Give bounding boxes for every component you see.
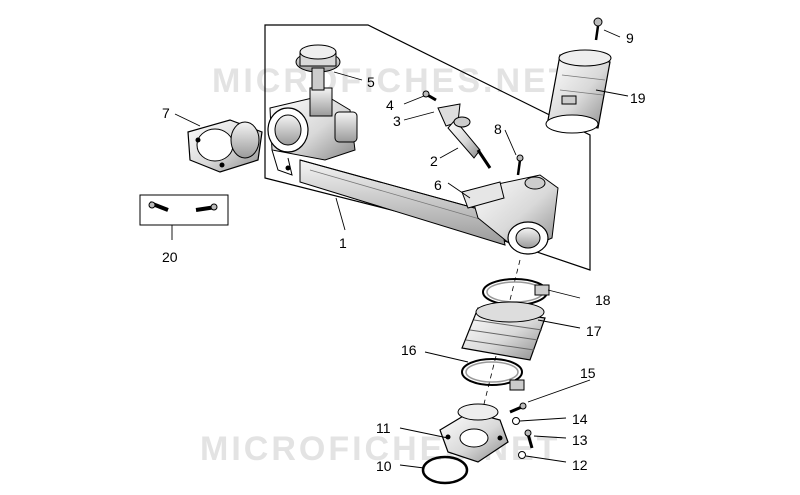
- o-ring-10: [421, 455, 469, 485]
- throttle-body: [267, 87, 358, 176]
- intake-sleeve-19: [545, 49, 612, 134]
- callout-7: 7: [162, 105, 170, 121]
- throttle-assembly-right: [461, 174, 559, 255]
- screw-9: [593, 17, 603, 41]
- callout-14: 14: [572, 411, 588, 427]
- callout-6: 6: [434, 177, 442, 193]
- fitting-kit-20: [139, 194, 229, 226]
- intake-flange: [187, 119, 263, 173]
- callout-4: 4: [386, 97, 394, 113]
- callout-2: 2: [430, 153, 438, 169]
- callout-3: 3: [393, 113, 401, 129]
- screw-13: [524, 429, 534, 449]
- callout-5: 5: [367, 74, 375, 90]
- rubber-sleeve-17: [461, 301, 546, 361]
- callout-19: 19: [630, 90, 646, 106]
- callout-15: 15: [580, 365, 596, 381]
- washer-14: [512, 417, 520, 425]
- callout-11: 11: [376, 420, 391, 436]
- screw-4: [422, 90, 437, 102]
- sensor-2: [447, 116, 492, 169]
- assembly-frame: [264, 24, 591, 271]
- clamp-18: [482, 278, 550, 306]
- callout-17: 17: [586, 323, 602, 339]
- watermark-top: MICROFICHES.NET: [212, 62, 572, 100]
- callout-9: 9: [626, 30, 634, 46]
- callout-10: 10: [376, 458, 392, 474]
- callout-13: 13: [572, 432, 588, 448]
- callout-20: 20: [162, 249, 178, 265]
- idle-actuator: [295, 44, 341, 91]
- screw-8: [516, 154, 524, 176]
- callout-8: 8: [494, 121, 502, 137]
- callout-18: 18: [595, 292, 611, 308]
- callout-1: 1: [339, 235, 347, 251]
- clamp-16: [461, 358, 525, 391]
- flange-11: [439, 403, 509, 463]
- callout-16: 16: [401, 342, 417, 358]
- callout-12: 12: [572, 457, 588, 473]
- leader-lines: [171, 29, 629, 469]
- washer-12: [518, 451, 526, 459]
- screw-15: [509, 402, 527, 414]
